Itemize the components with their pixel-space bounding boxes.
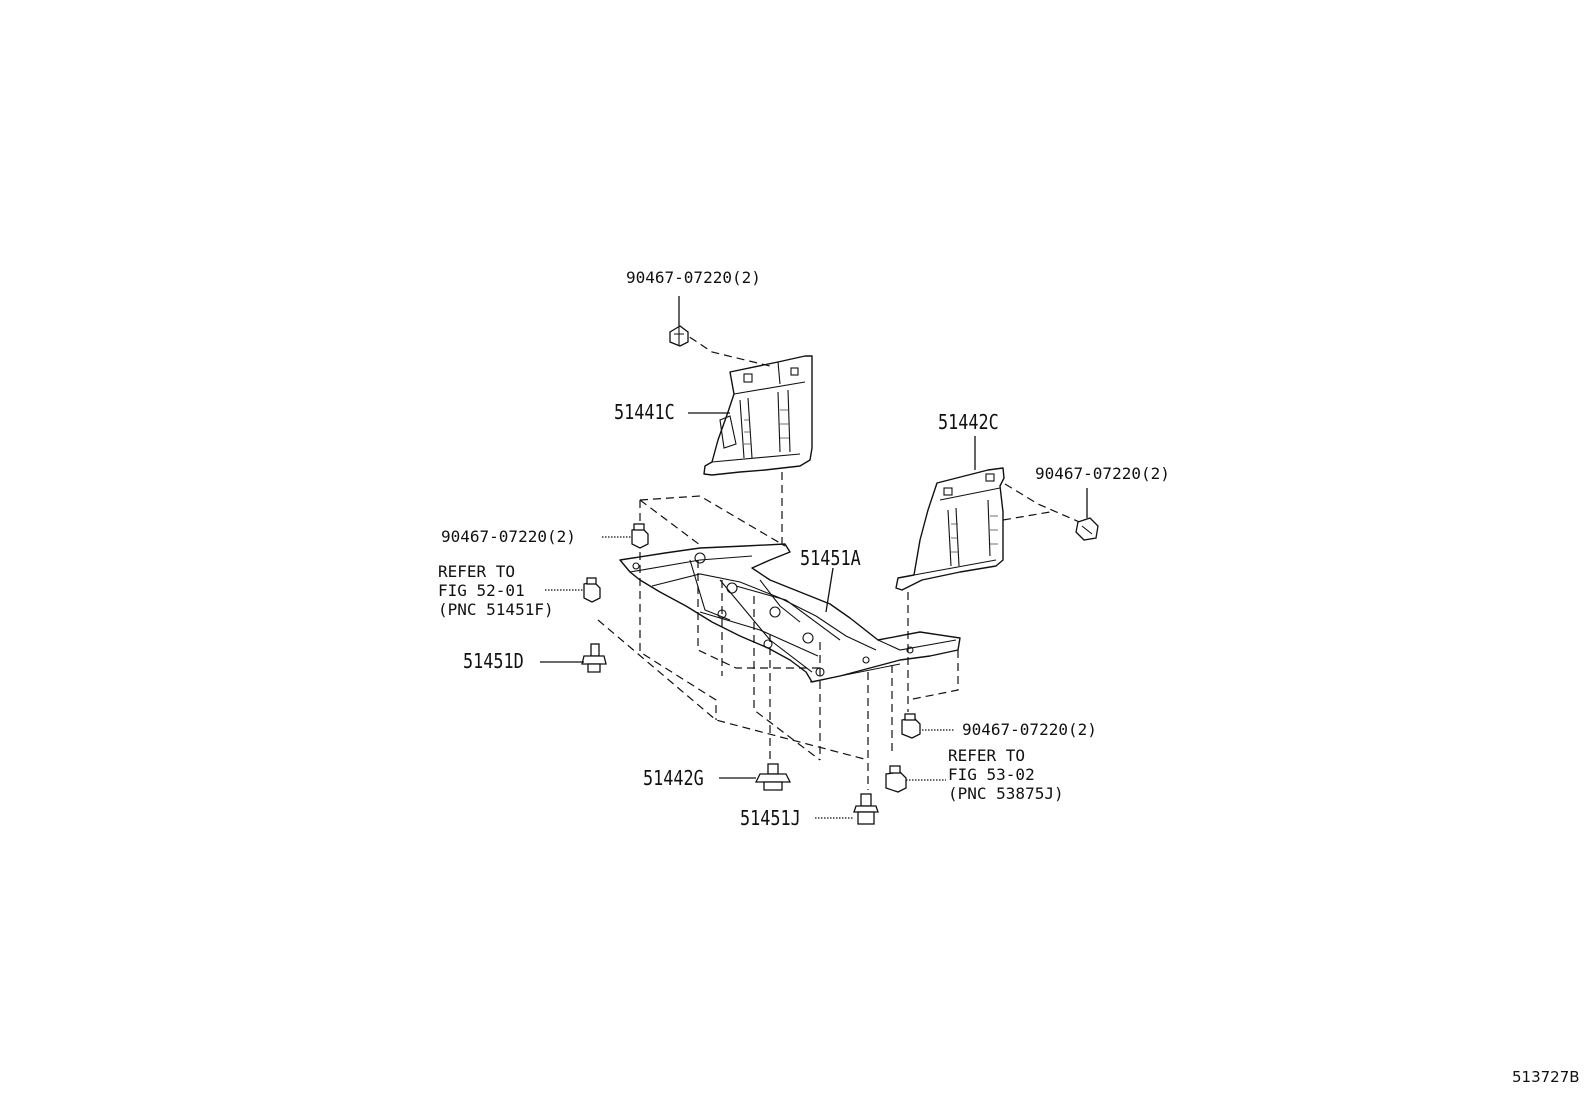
label-clip-upper-left: 90467-07220(2)	[626, 268, 761, 287]
fastener-upper-left	[669, 325, 689, 347]
fastener-refer-left	[583, 577, 601, 603]
assembly-dashed-lines	[597, 329, 1085, 790]
refer-note-left: REFER TO FIG 52-01 (PNC 51451F)	[438, 562, 554, 619]
label-bolt-j: 51451J	[740, 806, 801, 830]
refer-note-right: REFER TO FIG 53-02 (PNC 53875J)	[948, 746, 1064, 803]
refer-left-line3: (PNC 51451F)	[438, 600, 554, 619]
fastener-left	[631, 523, 649, 549]
label-under-cover: 51451A	[800, 546, 861, 570]
leader-lines	[540, 296, 1088, 819]
label-clip-lower-right: 90467-07220(2)	[962, 720, 1097, 739]
image-code: 513727B	[1512, 1068, 1580, 1086]
fastener-51442g	[754, 763, 792, 791]
fastener-refer-right	[885, 765, 907, 793]
fastener-51451d	[581, 643, 607, 673]
label-clip-right: 90467-07220(2)	[1035, 464, 1170, 483]
label-clip-g: 51442G	[643, 766, 704, 790]
refer-right-line3: (PNC 53875J)	[948, 784, 1064, 803]
fastener-lower-right	[901, 713, 921, 739]
label-bolt-d: 51451D	[463, 649, 524, 673]
engine-side-cover-right	[895, 467, 1005, 591]
label-cover-right: 51442C	[938, 410, 999, 434]
label-clip-left: 90467-07220(2)	[441, 527, 576, 546]
refer-right-line1: REFER TO	[948, 746, 1026, 765]
refer-left-line2: FIG 52-01	[438, 581, 525, 600]
fastener-right	[1075, 517, 1099, 541]
engine-side-cover-left	[703, 355, 813, 476]
label-cover-left: 51441C	[614, 400, 675, 424]
bolt-51451j	[853, 793, 879, 825]
refer-right-line2: FIG 53-02	[948, 765, 1035, 784]
refer-left-line1: REFER TO	[438, 562, 516, 581]
engine-under-cover	[619, 543, 961, 683]
